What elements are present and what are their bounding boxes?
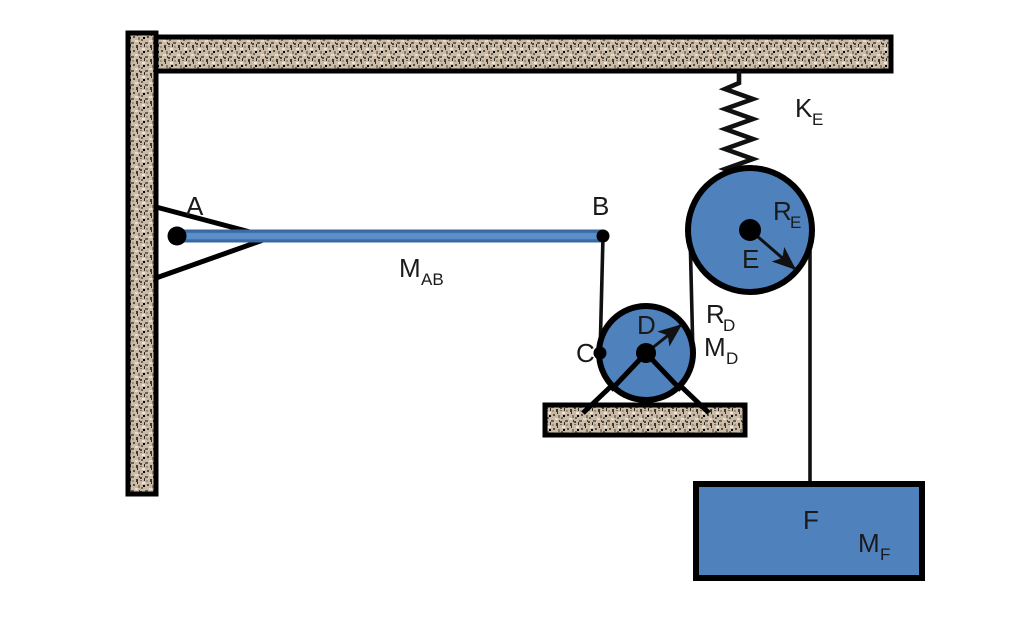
label-c: C — [576, 338, 595, 368]
label-re: R E — [773, 196, 801, 232]
cord-attachment-point-c — [593, 346, 607, 360]
label-mab-sub: AB — [421, 270, 444, 289]
label-e-base: E — [742, 244, 759, 274]
label-rd-base: R — [706, 299, 725, 329]
label-d-base: D — [637, 310, 656, 340]
label-mf-sub: F — [880, 545, 890, 564]
label-re-base: R — [773, 196, 792, 226]
block-f — [693, 481, 925, 581]
label-a-base: A — [186, 191, 204, 221]
label-e: E — [742, 244, 759, 274]
label-re-sub: E — [790, 213, 801, 232]
beam-ab — [175, 229, 604, 243]
label-md-sub: D — [726, 349, 738, 368]
fixed-supports-group — [125, 30, 894, 497]
block-f-group — [693, 481, 925, 581]
beam-ab-group — [167, 226, 610, 246]
labels-group: A B C D E F M AB M D — [186, 93, 890, 564]
label-b: B — [592, 191, 609, 221]
label-d: D — [637, 310, 656, 340]
label-mf-base: M — [858, 528, 880, 558]
ground-support-pad — [542, 402, 748, 438]
label-md-base: M — [704, 332, 726, 362]
label-ke: K E — [795, 93, 823, 129]
ceiling-beam — [153, 34, 894, 74]
label-f: F — [803, 505, 819, 535]
label-md: M D — [704, 332, 738, 368]
label-c-base: C — [576, 338, 595, 368]
pin-b-joint — [596, 229, 610, 243]
pulley-d-group — [581, 303, 711, 415]
pin-support-a-joint — [167, 226, 187, 246]
label-rd: R D — [706, 299, 735, 335]
label-f-base: F — [803, 505, 819, 535]
label-mab-base: M — [399, 253, 421, 283]
label-mf: M F — [858, 528, 890, 564]
label-rd-sub: D — [723, 316, 735, 335]
label-a: A — [186, 191, 204, 221]
label-ke-base: K — [795, 93, 813, 123]
label-ke-sub: E — [812, 110, 823, 129]
pulley-d-hub — [636, 343, 656, 363]
pulley-e-hub — [739, 219, 761, 241]
pulley-e-group — [685, 165, 815, 295]
vertical-wall — [125, 30, 159, 497]
label-mab: M AB — [399, 253, 444, 289]
label-b-base: B — [592, 191, 609, 221]
